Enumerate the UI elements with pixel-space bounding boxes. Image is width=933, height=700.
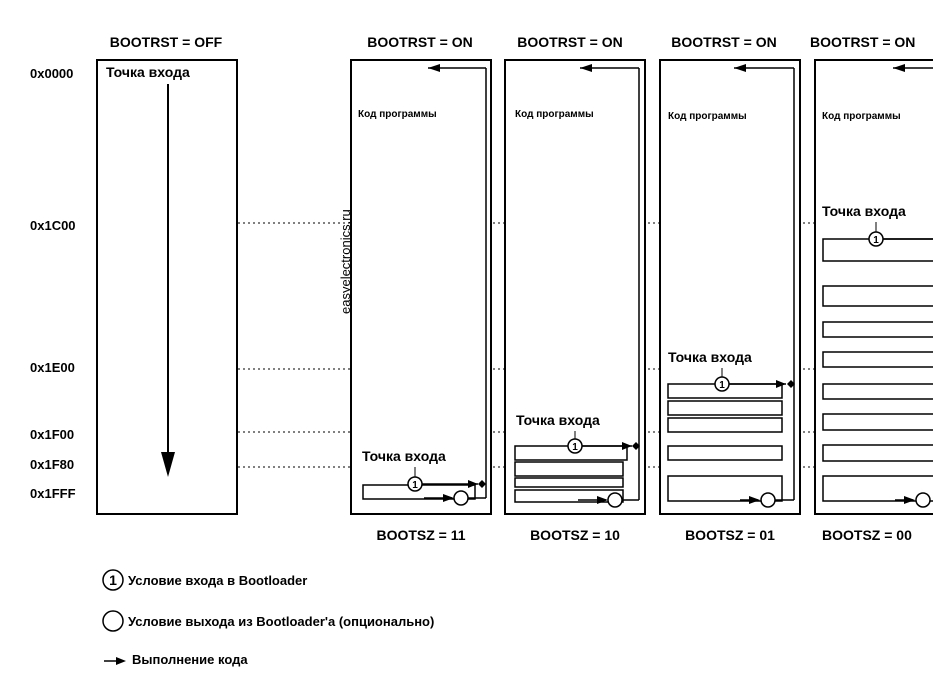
boot-row-00-8 xyxy=(822,475,933,502)
code-label-00: Код программы xyxy=(822,111,901,122)
boot-row-10-3 xyxy=(514,477,624,488)
address-0x1e00: 0x1E00 xyxy=(30,360,75,375)
code-label-10: Код программы xyxy=(515,109,594,120)
boot-row-00-4 xyxy=(822,351,933,368)
header-bootrst-on-3: BOOTRST = ON xyxy=(671,34,776,50)
column-bootsz-01: Код программы Точка входа 1 BOOTSZ = 01 xyxy=(659,59,801,543)
address-0x0000: 0x0000 xyxy=(30,66,73,81)
exit-condition-marker-11 xyxy=(453,490,469,506)
enter-condition-number-01: 1 xyxy=(719,380,725,391)
bootsz-label-00: BOOTSZ = 00 xyxy=(822,527,912,543)
code-label-11: Код программы xyxy=(358,109,437,120)
boot-row-10-2 xyxy=(514,461,624,477)
entry-point-label-off: Точка входа xyxy=(106,64,190,80)
return-arrowhead-11 xyxy=(428,64,440,72)
boot-row-00-5 xyxy=(822,383,933,400)
column-bootsz-10: Код программы Точка входа 1 BOOTSZ = 10 xyxy=(504,59,646,543)
header-bootrst-on-4: BOOTRST = ON xyxy=(810,34,915,50)
column-bootrst-off: Точка входа xyxy=(96,59,238,515)
enter-condition-number-10: 1 xyxy=(572,442,578,453)
legend-enter-icon xyxy=(102,569,124,591)
return-arrowhead-00 xyxy=(893,64,905,72)
address-0x1f80: 0x1F80 xyxy=(30,457,74,472)
entry-point-label-10: Точка входа xyxy=(516,412,600,428)
return-arrowhead-01 xyxy=(734,64,746,72)
bootsz-label-11: BOOTSZ = 11 xyxy=(376,527,465,543)
exec-arrowhead-01 xyxy=(776,380,786,388)
entry-point-label-00: Точка входа xyxy=(822,203,906,219)
header-bootrst-off: BOOTRST = OFF xyxy=(110,34,223,50)
exec-dot-11 xyxy=(478,480,486,488)
enter-condition-number-11: 1 xyxy=(412,480,418,491)
address-0x1f00: 0x1F00 xyxy=(30,427,74,442)
memory-block-01 xyxy=(659,59,801,515)
exit-arrowhead-01 xyxy=(749,496,760,504)
enter-condition-number-00: 1 xyxy=(873,235,879,246)
exit-condition-marker-10 xyxy=(607,492,623,508)
bootsz-label-10: BOOTSZ = 10 xyxy=(530,527,620,543)
watermark-site: easyelectronics.ru xyxy=(338,209,353,314)
legend: 1 Условие входа в Bootloader Условие вых… xyxy=(102,569,434,667)
exec-arrowhead-10 xyxy=(622,442,632,450)
address-0x1c00: 0x1C00 xyxy=(30,218,76,233)
legend-enter-text: Условие входа в Bootloader xyxy=(128,573,307,588)
boot-row-00-6 xyxy=(822,413,933,431)
legend-exec-text: Выполнение кода xyxy=(132,652,248,667)
bootsz-label-01: BOOTSZ = 01 xyxy=(685,527,775,543)
exit-condition-marker-00 xyxy=(915,492,931,508)
address-0x1fff: 0x1FFF xyxy=(30,486,76,501)
exec-arrowhead-11 xyxy=(468,480,478,488)
column-bootsz-00: Код программы Точка входа 1 BOOTSZ = 00 xyxy=(814,59,933,543)
exit-arrowhead-10 xyxy=(597,496,608,504)
boot-row-01-4 xyxy=(667,445,783,461)
boot-row-00-3 xyxy=(822,321,933,338)
legend-exit-text: Условие выхода из Bootloader'a (опционал… xyxy=(128,614,434,629)
entry-point-label-01: Точка входа xyxy=(668,349,752,365)
memory-block-11 xyxy=(350,59,492,515)
header-bootrst-on-1: BOOTRST = ON xyxy=(367,34,472,50)
exit-arrowhead-00 xyxy=(904,496,915,504)
exec-dot-01 xyxy=(787,380,795,388)
entry-point-label-11: Точка входа xyxy=(362,448,446,464)
exec-dot-10 xyxy=(632,442,640,450)
boot-row-00-2 xyxy=(822,285,933,307)
boot-row-01-3 xyxy=(667,417,783,433)
column-bootsz-11: Код программы Точка входа 1 BOOTSZ = 11 xyxy=(350,59,492,543)
code-label-01: Код программы xyxy=(668,111,747,122)
legend-exec-arrowhead xyxy=(116,657,126,665)
exit-arrowhead-11 xyxy=(443,494,454,502)
legend-enter-number: 1 xyxy=(109,572,117,588)
boot-row-10-4 xyxy=(514,489,624,503)
header-bootrst-on-2: BOOTRST = ON xyxy=(517,34,622,50)
boot-row-01-2 xyxy=(667,400,783,416)
boot-row-00-7 xyxy=(822,444,933,462)
return-arrowhead-10 xyxy=(580,64,592,72)
execution-arrowhead-off xyxy=(161,452,175,477)
legend-exit-icon xyxy=(102,610,124,632)
exit-condition-marker-01 xyxy=(760,492,776,508)
